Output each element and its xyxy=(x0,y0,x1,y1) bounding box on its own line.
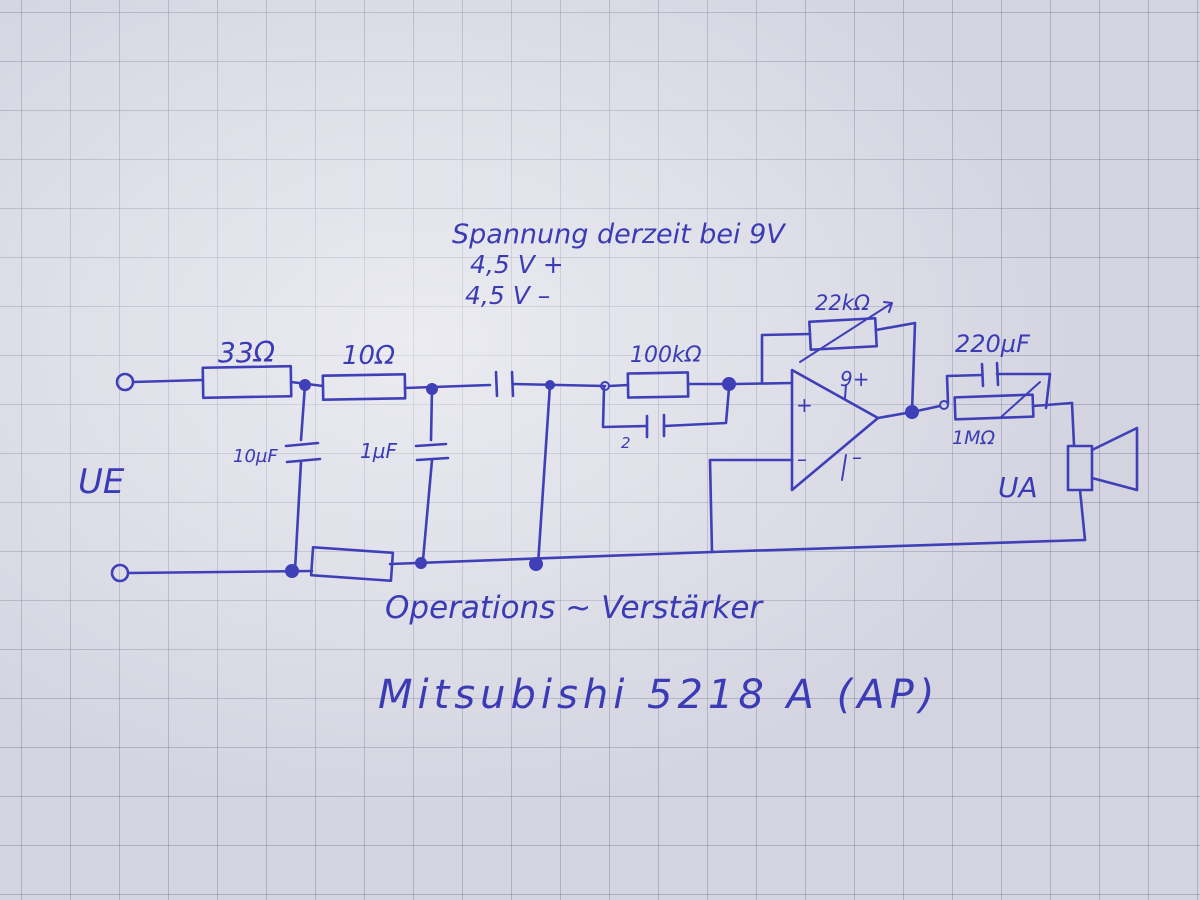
label-1uF: 1µF xyxy=(360,439,397,463)
wire-c1-bottom xyxy=(293,460,303,572)
supply-neg-label: 4,5 V – xyxy=(465,281,550,310)
resistor-33ohm xyxy=(201,364,293,400)
wire-r2-cap xyxy=(403,383,492,390)
junction-ground-shunt xyxy=(529,557,543,571)
wire-ground-left xyxy=(126,569,314,575)
output-voltage-label: UA xyxy=(998,471,1038,504)
wire-r3 xyxy=(607,382,730,388)
wire-feedback xyxy=(760,321,917,414)
wire-input-top xyxy=(131,378,205,384)
label-220uF: 220µF xyxy=(955,330,1031,358)
junction-ground-c1 xyxy=(285,564,299,578)
opamp-plus-label: + xyxy=(796,393,813,417)
wire-to-plus-input xyxy=(733,381,794,386)
capacitor-1uF xyxy=(414,442,450,462)
junction-r3-opamp xyxy=(722,377,736,391)
input-voltage-label: UE xyxy=(78,462,125,502)
wire-cap-r3 xyxy=(511,382,607,388)
coupling-capacitor xyxy=(494,370,515,398)
resistor-ground xyxy=(309,545,395,583)
label-1Mohm: 1MΩ xyxy=(952,427,995,449)
wire-c1-top xyxy=(299,383,307,442)
potentiometer-22kohm xyxy=(808,316,878,352)
opamp-supply-pins xyxy=(841,384,847,481)
opamp-vplus-label: 9+ xyxy=(840,367,869,391)
wire-speaker-bottom xyxy=(1078,488,1087,542)
wire-minus-input-ground xyxy=(708,458,794,554)
input-terminal-bottom xyxy=(110,563,130,583)
label-10uF: 10µF xyxy=(233,446,278,467)
wire-output-network xyxy=(910,404,942,414)
label-33ohm: 33Ω xyxy=(218,336,276,369)
wire-speaker-top xyxy=(1070,401,1076,447)
input-terminal-top xyxy=(115,372,135,392)
speaker-magnet xyxy=(1066,444,1094,492)
wire-ground-mid xyxy=(388,550,714,566)
label-22kohm: 22kΩ xyxy=(815,291,870,315)
wire-220uF xyxy=(945,372,1052,410)
opamp-model-label: Mitsubishi 5218 A (AP) xyxy=(378,672,939,718)
wire-shunt-ground xyxy=(536,383,552,567)
wire-1Mohm-speaker xyxy=(1031,401,1074,408)
potentiometer-arrow xyxy=(799,301,893,363)
label-100kohm: 100kΩ xyxy=(630,343,702,368)
junction-ground-c2 xyxy=(415,557,427,569)
supply-pos-label: 4,5 V + xyxy=(470,250,564,279)
wire-ground-right xyxy=(710,538,1087,554)
resistor-10ohm xyxy=(321,372,407,402)
opamp-symbol xyxy=(790,368,880,492)
opamp-vminus-label: – xyxy=(852,445,862,469)
node-output-network xyxy=(939,400,949,410)
label-c3: 2 xyxy=(621,434,631,452)
wire-c3-parallel xyxy=(601,386,731,429)
wire-c2-top xyxy=(429,387,434,442)
capacitor-10uF xyxy=(284,441,322,464)
opamp-minus-label: – xyxy=(797,447,807,471)
supply-title-label: Spannung derzeit bei 9V xyxy=(452,219,787,250)
resistor-100kohm xyxy=(626,371,690,399)
opamp-caption-label: Operations ~ Verstärker xyxy=(385,590,764,626)
wire-c2-bottom xyxy=(421,458,434,562)
label-10ohm: 10Ω xyxy=(342,341,395,371)
capacitor-220uF xyxy=(980,361,1000,388)
speaker-cone xyxy=(1090,426,1139,492)
capacitor-c3 xyxy=(645,413,666,439)
resistor-1Mohm-arrow xyxy=(999,381,1041,419)
